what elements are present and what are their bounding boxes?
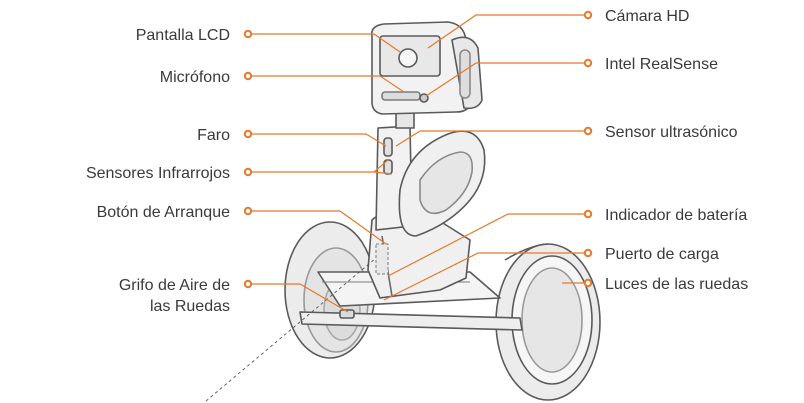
callout-dot-intel-realsense xyxy=(583,58,593,68)
callout-line-sensores-1 xyxy=(248,159,389,173)
callout-line-sensores-2 xyxy=(373,171,393,175)
label-faro: Faro xyxy=(197,127,230,144)
label-luces-ruedas: Luces de las ruedas xyxy=(605,276,748,293)
robot-illustration xyxy=(284,21,601,401)
callout-dot-microfono xyxy=(243,71,253,81)
label-grifo-line1: Grifo de Aire de xyxy=(119,277,230,294)
callout-dot-indicador-bateria xyxy=(583,209,593,219)
callout-line-grifo xyxy=(248,283,349,313)
left-labels: Pantalla LCD Micrófono Faro Sensores Inf… xyxy=(86,27,230,315)
axle-bar xyxy=(299,311,523,331)
label-camara-hd: Cámara HD xyxy=(605,8,689,25)
callout-dot-puerto-carga xyxy=(583,248,593,258)
callout-dot-luces-ruedas xyxy=(583,278,593,288)
callout-line-puerto-carga xyxy=(383,252,588,301)
label-indicador-bateria: Indicador de batería xyxy=(605,207,747,224)
callout-dot-camara-hd xyxy=(583,10,593,20)
label-puerto-carga: Puerto de carga xyxy=(605,246,719,263)
callout-line-boton xyxy=(248,210,387,245)
callout-line-microfono xyxy=(248,75,405,93)
callout-dot-sensor-ultrasonico xyxy=(583,126,593,136)
callout-line-indicador-bateria xyxy=(387,213,588,277)
label-pantalla-lcd: Pantalla LCD xyxy=(136,27,230,44)
callout-line-intel-realsense xyxy=(425,62,588,97)
callout-line-faro xyxy=(248,133,387,147)
label-intel-realsense: Intel RealSense xyxy=(605,56,718,73)
callout-dot-boton xyxy=(243,206,253,216)
callout-line-sensor-ultrasonico xyxy=(395,130,588,147)
callout-line-pantalla-lcd xyxy=(248,33,401,53)
head xyxy=(370,21,483,115)
right-labels: Cámara HD Intel RealSense Sensor ultrasó… xyxy=(605,8,748,293)
callout-lines xyxy=(248,14,588,313)
callout-line-camara-hd xyxy=(427,14,588,49)
dashed-pointer-line xyxy=(205,257,377,402)
callout-dot-faro xyxy=(243,129,253,139)
label-sensores-infrarrojos: Sensores Infrarrojos xyxy=(86,165,230,182)
callout-dots xyxy=(243,10,593,289)
callout-dot-grifo xyxy=(243,279,253,289)
label-sensor-ultrasonico: Sensor ultrasónico xyxy=(605,124,738,141)
label-microfono: Micrófono xyxy=(160,69,230,86)
callout-dot-pantalla-lcd xyxy=(243,29,253,39)
label-grifo-line2: las Ruedas xyxy=(150,298,230,315)
label-boton-arranque: Botón de Arranque xyxy=(97,204,231,221)
callout-dot-sensores xyxy=(243,167,253,177)
